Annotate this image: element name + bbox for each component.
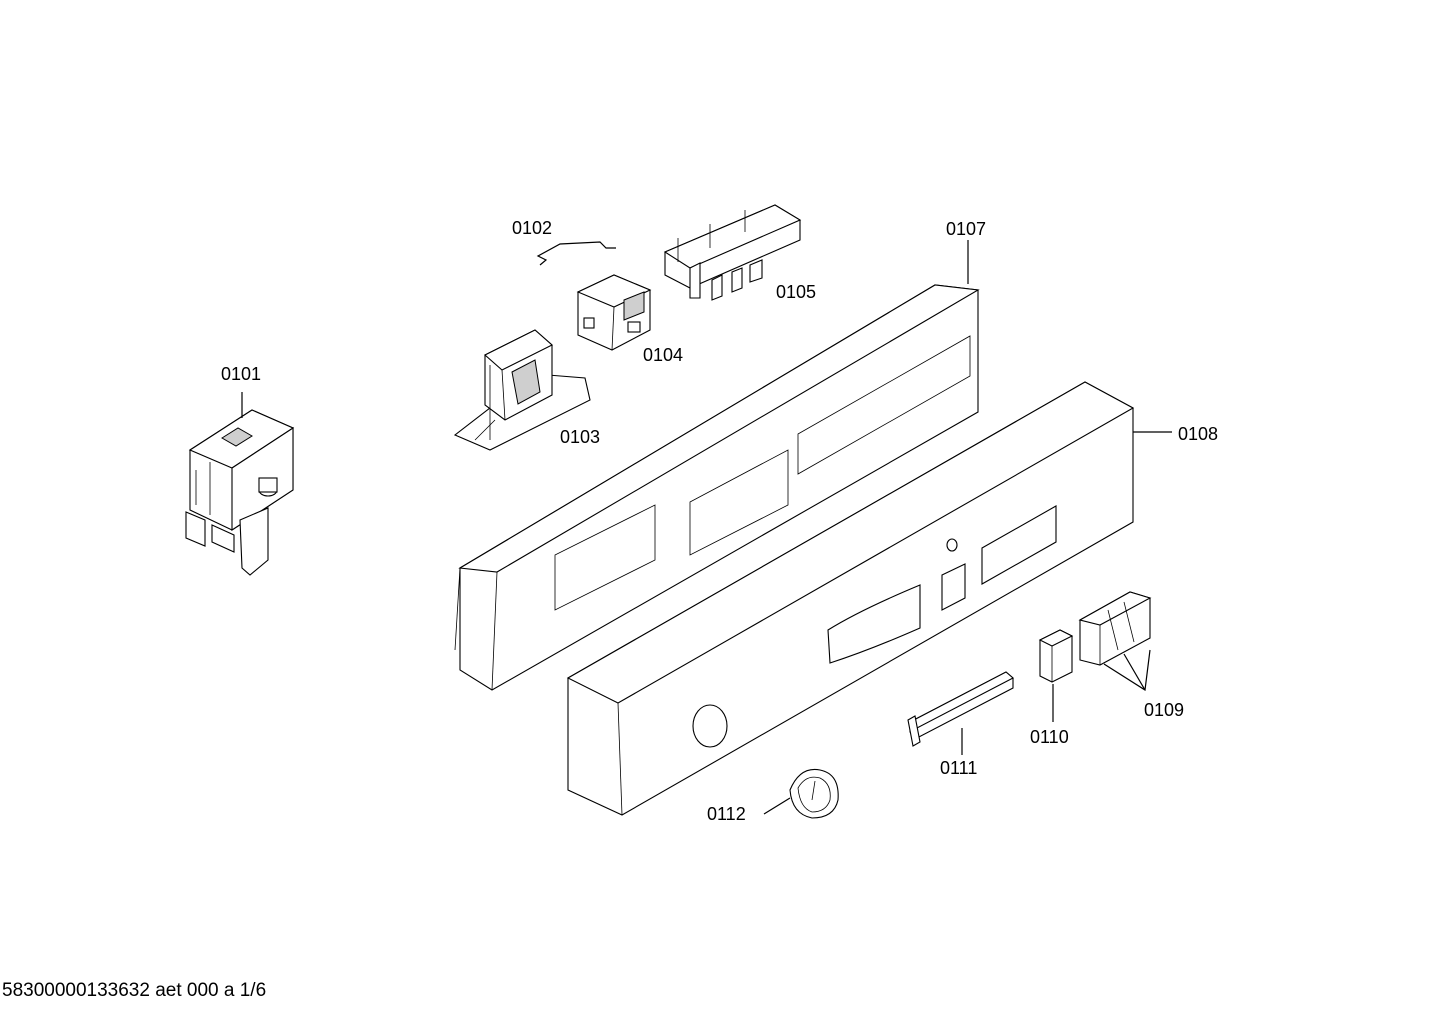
part-0111-drawing[interactable] (907, 671, 1014, 747)
label-0105: 0105 (776, 282, 816, 302)
label-0111: 0111 (940, 758, 977, 778)
part-0105-drawing[interactable] (663, 204, 802, 301)
part-0109-drawing[interactable] (1078, 591, 1152, 666)
label-0112: 0112 (707, 804, 746, 824)
part-0107-drawing[interactable] (454, 284, 980, 691)
label-0109: 0109 (1144, 700, 1184, 720)
label-0103: 0103 (560, 427, 600, 447)
label-0101: 0101 (221, 364, 261, 384)
label-0107: 0107 (946, 219, 986, 239)
document-footer-code: 58300000133632 aet 000 a 1/6 (2, 980, 267, 1001)
part-0104-drawing[interactable] (576, 274, 652, 351)
label-0108: 0108 (1178, 424, 1218, 444)
part-0103-drawing[interactable] (453, 329, 591, 451)
part-0101-drawing[interactable] (185, 409, 295, 576)
label-0110: 0110 (1030, 727, 1069, 747)
label-0104: 0104 (643, 345, 683, 365)
part-0110-drawing[interactable] (1038, 629, 1074, 683)
leader-0112 (763, 797, 791, 815)
part-0112-drawing[interactable] (789, 768, 839, 819)
label-0102: 0102 (512, 218, 552, 238)
part-0108-drawing[interactable] (566, 381, 1135, 816)
part-0102-drawing[interactable] (536, 241, 616, 266)
leader-0109-b (1123, 653, 1146, 691)
